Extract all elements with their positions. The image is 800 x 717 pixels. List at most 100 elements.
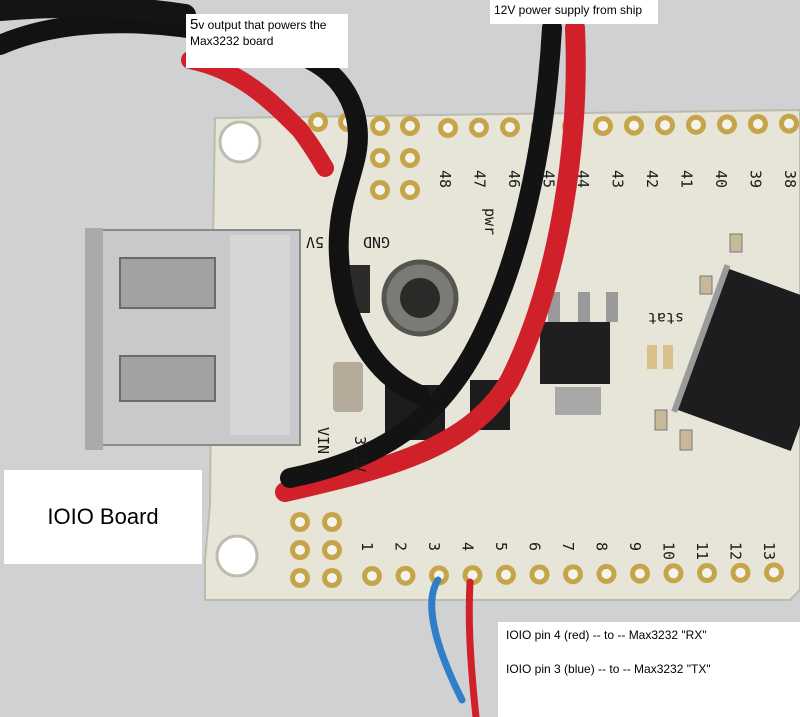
header-hole (601, 568, 612, 579)
annotation-5v-output: 5v output that powers the Max3232 board (186, 14, 348, 68)
silkscreen-pin-12: 12 (727, 542, 745, 560)
annotation-12v-supply: 12V power supply from ship (490, 0, 658, 24)
silkscreen-pin-38: 38 (781, 170, 799, 188)
black-wire-12v (280, 18, 562, 488)
usb-connector (85, 228, 301, 450)
silkscreen-stat: stat (648, 309, 684, 327)
silkscreen-3v3: 3.3V (351, 436, 369, 472)
header-hole (313, 117, 323, 127)
silkscreen-pin-47: 47 (471, 170, 489, 188)
header-hole (598, 121, 608, 131)
black-wire-5v (0, 13, 430, 405)
bottom-header-holes (362, 562, 784, 586)
silkscreen-pin-5: 5 (492, 542, 510, 551)
regulator-tab (555, 387, 601, 415)
annotation-5v-line1: output that powers the (204, 18, 327, 32)
silkscreen-pin-40: 40 (712, 170, 730, 188)
silkscreen-5v: 5V (306, 233, 324, 251)
header-hole (668, 568, 679, 579)
header-hole (375, 121, 385, 131)
smd-component (699, 275, 713, 295)
header-hole (568, 569, 578, 580)
silkscreen-pin-42: 42 (643, 170, 661, 188)
header-hole (327, 545, 337, 555)
regulator-pin (606, 292, 618, 322)
header-hole (467, 570, 478, 581)
silkscreen-pin-45: 45 (540, 170, 558, 188)
annotation-ioio-board-text: IOIO Board (47, 503, 159, 529)
silkscreen-pin-6: 6 (526, 542, 544, 551)
header-hole (769, 567, 779, 578)
silkscreen-pin-39: 39 (747, 170, 765, 188)
header-hole (635, 568, 645, 579)
annotation-pin-mapping: IOIO pin 4 (red) -- to -- Max3232 "RX" I… (498, 622, 800, 717)
header-hole (375, 153, 385, 163)
silkscreen-pin-13: 13 (760, 542, 778, 560)
silkscreen-pin-10: 10 (660, 542, 678, 560)
top-header-holes (438, 113, 799, 138)
silkscreen-pin-3: 3 (425, 542, 443, 551)
regulator-pin (578, 292, 590, 322)
header-hole (505, 122, 515, 133)
header-hole (327, 517, 337, 527)
header-hole (753, 119, 763, 129)
red-wire-5v (181, 51, 334, 177)
smd-component (679, 429, 693, 451)
annotation-5v-line2: Max3232 board (190, 34, 274, 48)
silkscreen-pwr: pwr (481, 208, 499, 235)
blue-wire-pin3 (428, 576, 466, 704)
header-hole (405, 121, 415, 131)
header-hole (702, 568, 712, 578)
header-hole (784, 118, 794, 129)
header-hole (327, 573, 337, 583)
silkscreen-gnd: GND (363, 233, 390, 251)
silkscreen-vin: VIN (314, 427, 332, 454)
header-hole (295, 517, 305, 527)
mounting-hole (218, 120, 262, 164)
header-hole (722, 119, 732, 130)
header-hole (501, 569, 511, 580)
header-hole (400, 570, 411, 581)
header-hole (367, 571, 377, 581)
red-wire-pin4 (465, 578, 480, 717)
silkscreen-pin-8: 8 (593, 542, 611, 551)
silkscreen-pin-48: 48 (436, 170, 454, 188)
silkscreen-pin-4: 4 (459, 542, 477, 551)
header-hole (295, 573, 305, 583)
header-hole (629, 120, 639, 131)
power-led (663, 345, 673, 369)
red-wire-12v (275, 18, 586, 502)
black-wire-top (0, 0, 196, 26)
annotation-pin4: IOIO pin 4 (red) -- to -- Max3232 "RX" (506, 628, 707, 642)
header-hole (405, 185, 415, 195)
silkscreen-pin-11: 11 (693, 542, 711, 560)
microcontroller-chip (671, 264, 800, 451)
header-hole (375, 185, 385, 195)
header-hole (660, 120, 670, 131)
header-hole (691, 119, 701, 130)
silkscreen-pin-44: 44 (574, 170, 592, 188)
power-header-holes (290, 112, 420, 588)
header-hole (534, 569, 545, 580)
status-led (647, 345, 657, 369)
header-hole (735, 567, 746, 578)
header-hole (405, 153, 415, 163)
inductor-core (400, 278, 440, 318)
annotation-5v-small: v (198, 18, 205, 32)
voltage-regulator (540, 322, 610, 384)
header-hole (443, 123, 453, 133)
header-hole (474, 122, 484, 133)
silkscreen-pin-46: 46 (505, 170, 523, 188)
silkscreen-pin-2: 2 (392, 542, 410, 551)
mounting-hole (215, 534, 259, 578)
smd-component (654, 409, 668, 431)
header-hole (295, 545, 305, 555)
silkscreen-pin-1: 1 (358, 542, 376, 551)
annotation-5v-big: 5 (190, 16, 199, 33)
annotation-ioio-board: IOIO Board (4, 470, 202, 564)
silkscreen-pin-41: 41 (678, 170, 696, 188)
capacitor (333, 362, 363, 412)
